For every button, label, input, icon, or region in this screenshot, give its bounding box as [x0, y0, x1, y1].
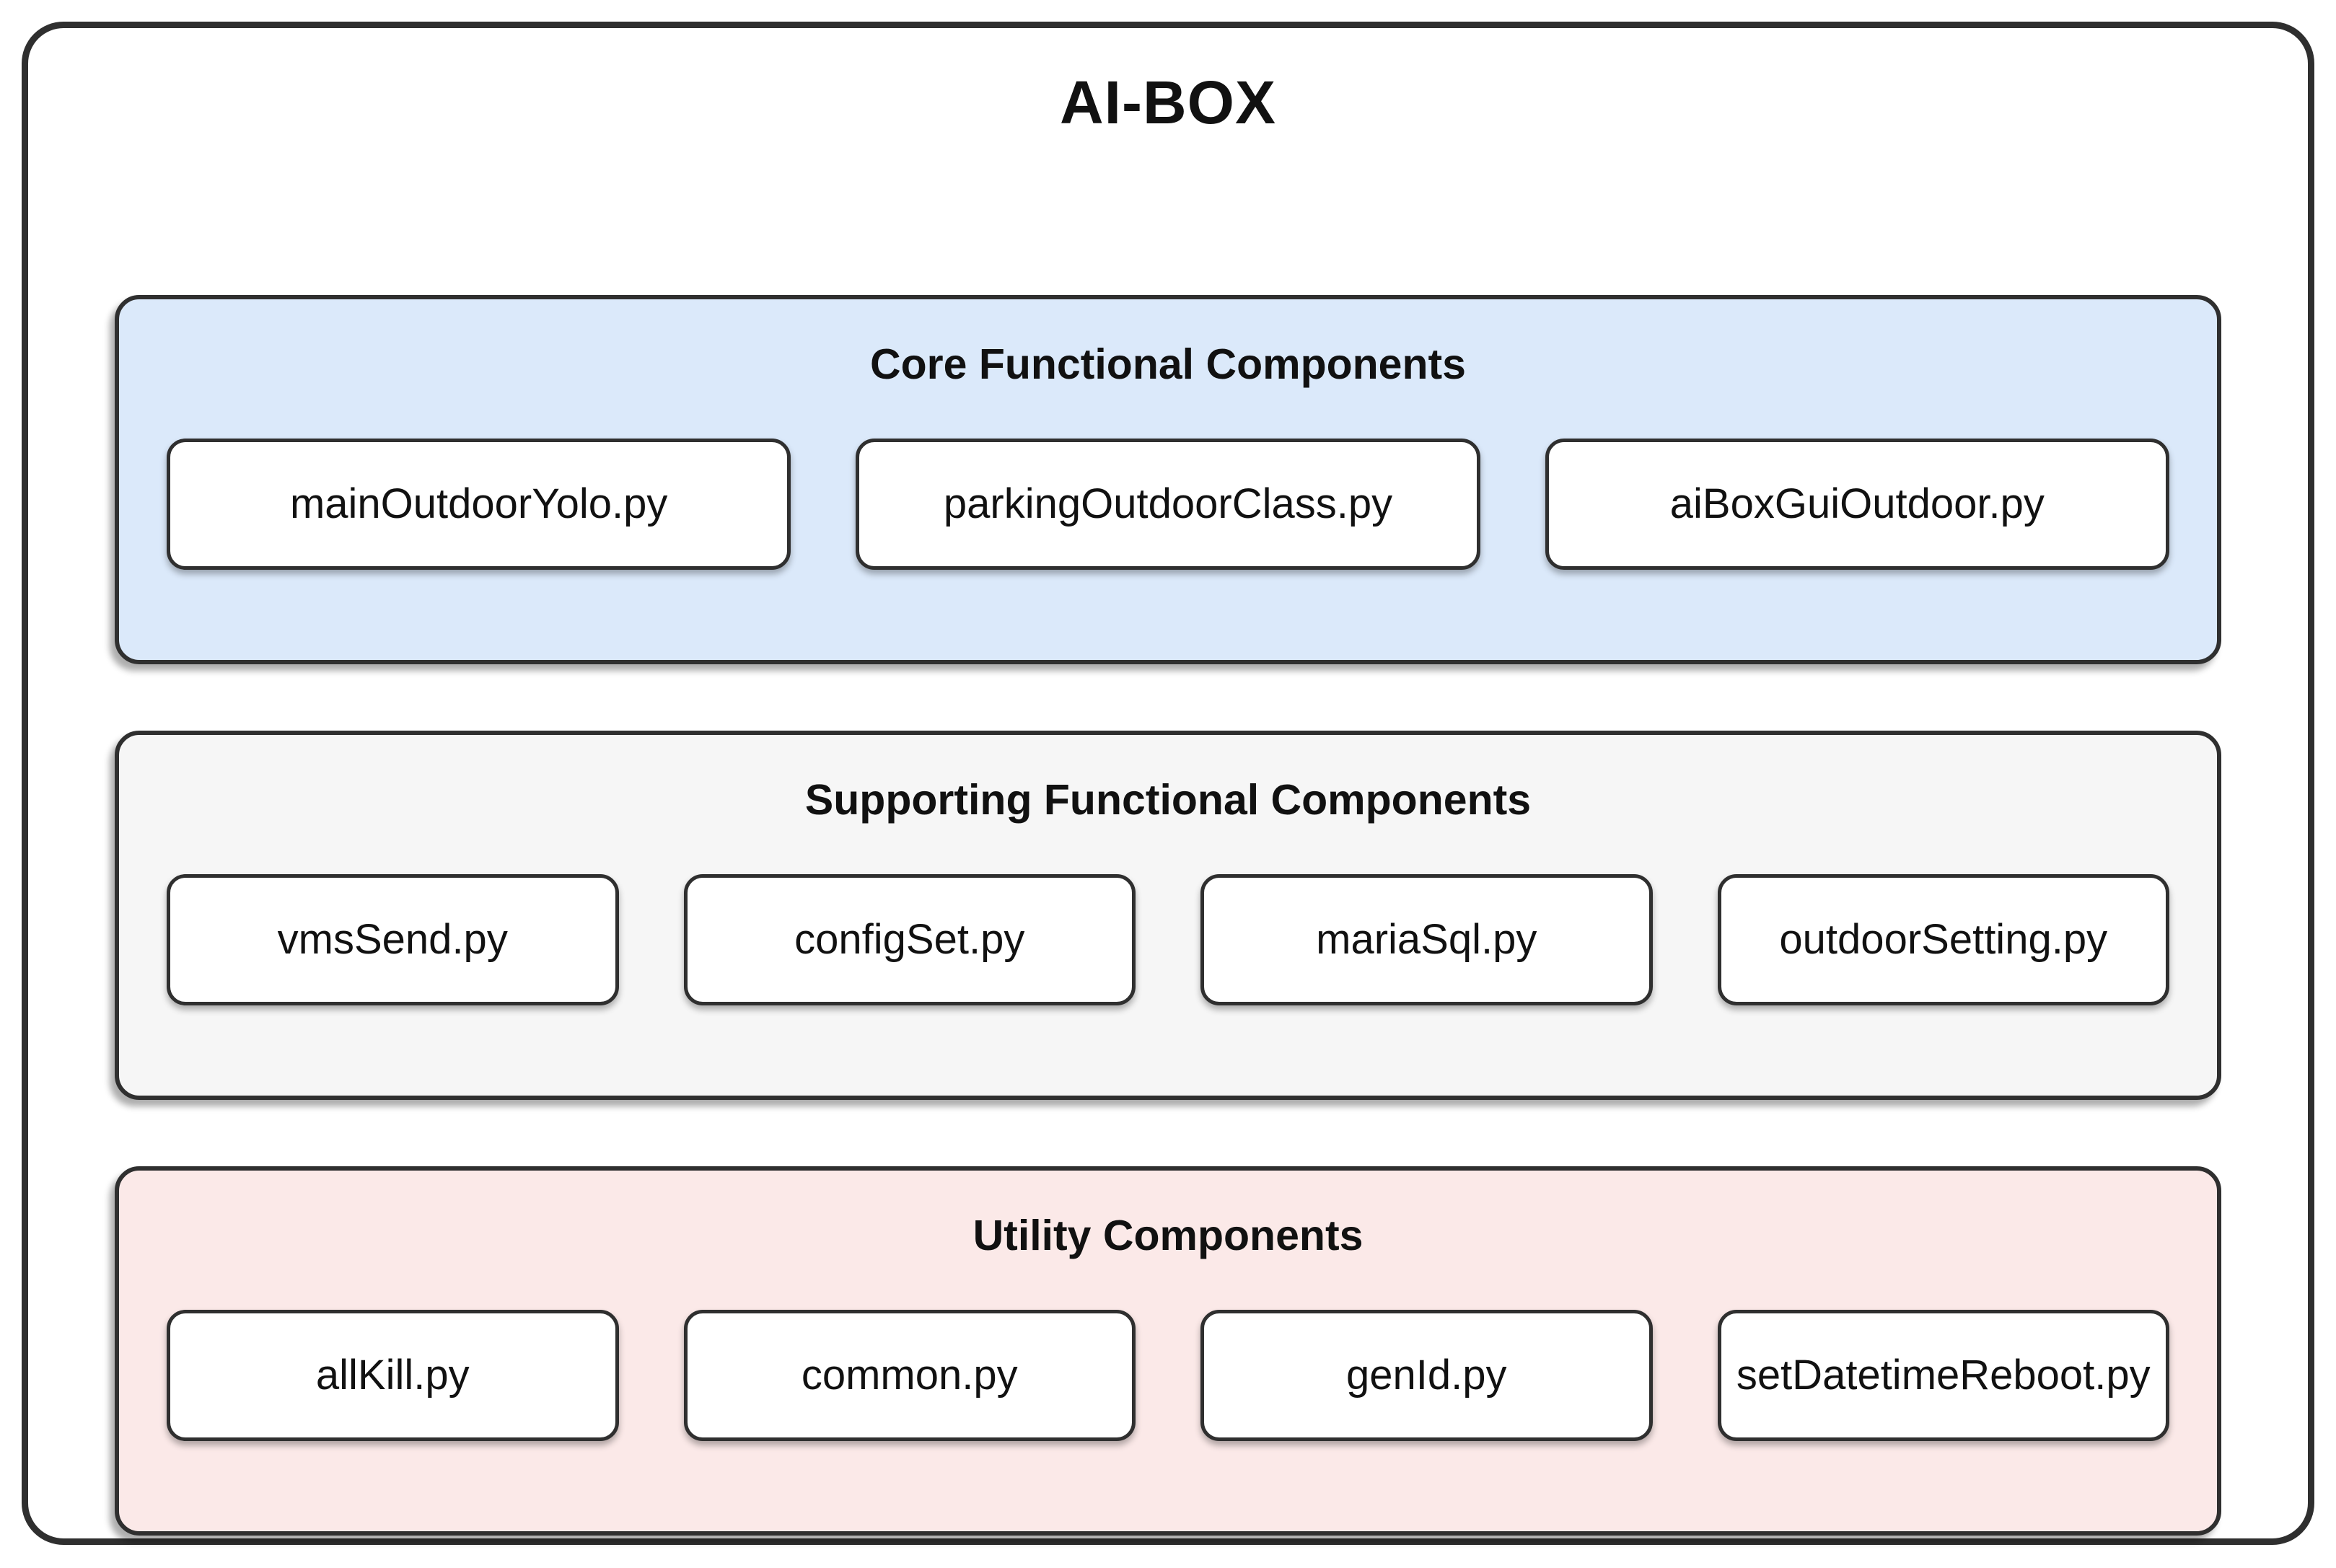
component-box: outdoorSetting.py: [1717, 873, 2169, 1005]
items-row: vmsSend.py configSet.py mariaSql.py outd…: [119, 873, 2217, 1005]
section-title: Core Functional Components: [870, 340, 1466, 388]
component-box: configSet.py: [683, 873, 1136, 1005]
component-box: mariaSql.py: [1200, 873, 1653, 1005]
section-title: Supporting Functional Components: [804, 776, 1532, 824]
aibox-container: AI-BOX Core Functional Components mainOu…: [22, 22, 2314, 1545]
component-box: setDatetimeReboot.py: [1717, 1309, 2169, 1441]
section-supporting-functional-components: Supporting Functional Components vmsSend…: [115, 731, 2221, 1100]
section-title: Utility Components: [972, 1212, 1364, 1259]
component-box: parkingOutdoorClass.py: [856, 438, 1480, 570]
section-utility-components: Utility Components allKill.py common.py …: [115, 1166, 2221, 1536]
component-box: common.py: [683, 1309, 1136, 1441]
items-row: mainOutdoorYolo.py parkingOutdoorClass.p…: [119, 438, 2217, 570]
component-box: mainOutdoorYolo.py: [167, 438, 791, 570]
diagram-title: AI-BOX: [1060, 69, 1276, 136]
component-box: genId.py: [1200, 1309, 1653, 1441]
component-box: aiBoxGuiOutdoor.py: [1545, 438, 2169, 570]
section-core-functional-components: Core Functional Components mainOutdoorYo…: [115, 295, 2221, 664]
items-row: allKill.py common.py genId.py setDatetim…: [119, 1309, 2217, 1441]
component-box: vmsSend.py: [167, 873, 619, 1005]
component-box: allKill.py: [167, 1309, 619, 1441]
